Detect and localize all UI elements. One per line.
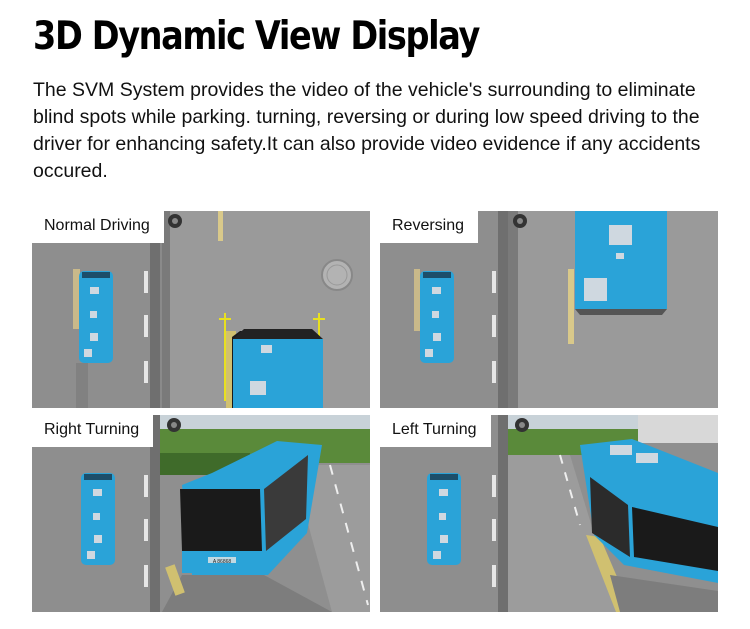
- panel-label-left-turning: Left Turning: [380, 415, 491, 447]
- description-text: The SVM System provides the video of the…: [33, 79, 701, 182]
- building-background: [638, 415, 718, 443]
- reversing-camera-view: [380, 211, 718, 408]
- manhole-cover: [321, 259, 353, 291]
- page-title: 3D Dynamic View Display: [33, 14, 480, 59]
- panel-label-normal-driving: Normal Driving: [32, 211, 164, 243]
- bus-3d-icon: [233, 339, 323, 408]
- panel-normal-driving: Normal Driving: [32, 211, 370, 408]
- panel-label-reversing: Reversing: [380, 211, 479, 243]
- normal-driving-camera-view: [32, 211, 370, 408]
- panel-right-turning: Right Turning A 86868: [32, 415, 370, 612]
- left-turning-camera-view: [380, 415, 718, 612]
- bus-plate-text: A 86868: [213, 559, 232, 565]
- panel-label-right-turning: Right Turning: [32, 415, 154, 447]
- panel-left-turning: Left Turning: [380, 415, 718, 612]
- panel-reversing: Reversing: [380, 211, 718, 408]
- right-turning-camera-view: A 86868: [32, 415, 370, 612]
